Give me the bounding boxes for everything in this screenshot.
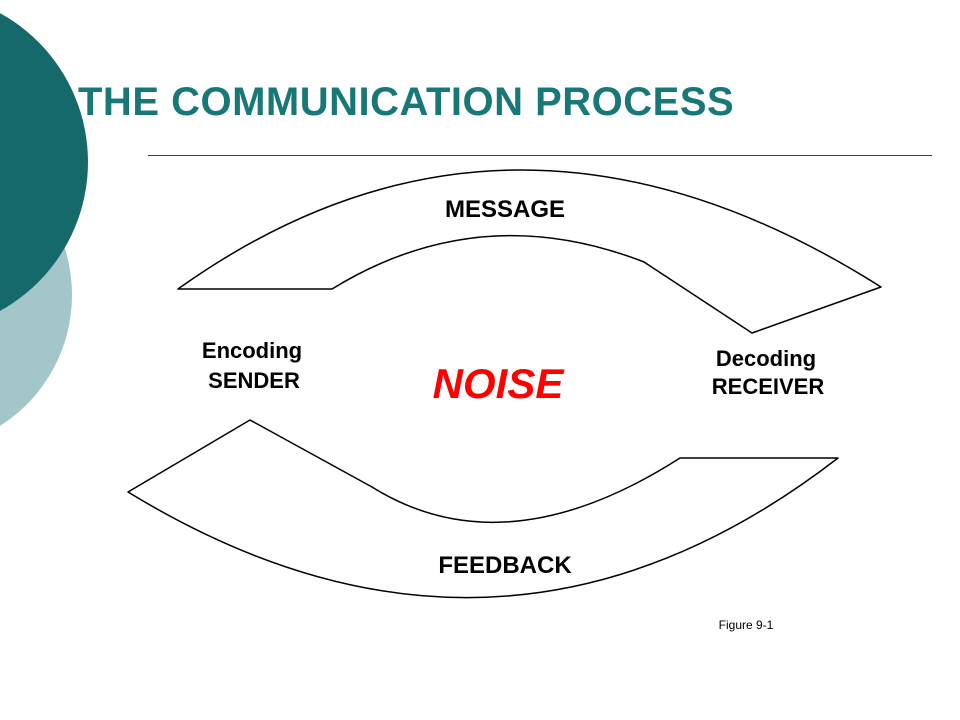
message-arrow (177, 169, 882, 334)
receiver-label: RECEIVER (711, 374, 825, 399)
title-divider (148, 155, 932, 156)
figure-caption: Figure 9-1 (718, 618, 774, 632)
noise-label: NOISE (432, 360, 564, 407)
feedback-arrow (127, 419, 839, 599)
sender-label: SENDER (208, 368, 300, 393)
decoding-label: Decoding (715, 346, 817, 371)
message-label: MESSAGE (444, 196, 566, 223)
page-title: THE COMMUNICATION PROCESS (78, 80, 735, 124)
encoding-label: Encoding (201, 338, 303, 363)
feedback-label: FEEDBACK (438, 552, 572, 579)
